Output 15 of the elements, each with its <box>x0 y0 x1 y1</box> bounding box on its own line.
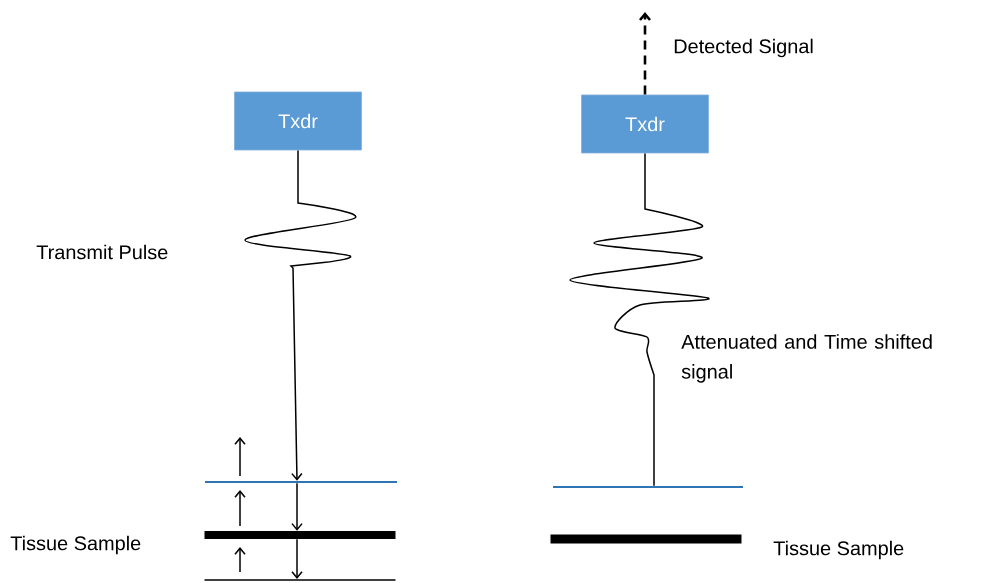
transducer-box: Txdr <box>234 91 362 151</box>
tissue-layer-line <box>553 485 743 489</box>
tissue-layer-line <box>205 480 397 484</box>
edge-label: Detected Signal <box>674 38 813 58</box>
text-label: Transmit Pulse <box>36 244 168 260</box>
text-label: Tissue Sample <box>10 535 141 555</box>
arrow <box>291 538 303 579</box>
arrow <box>639 12 651 95</box>
signal-line <box>569 152 710 487</box>
signal-line <box>244 149 357 481</box>
edge-label: Attenuated and Time shifted signal <box>681 334 932 383</box>
arrow <box>291 482 303 531</box>
text-label: Tissue Sample <box>773 540 904 560</box>
transducer-box: Txdr <box>581 94 709 154</box>
tissue-layer-line <box>204 579 396 581</box>
